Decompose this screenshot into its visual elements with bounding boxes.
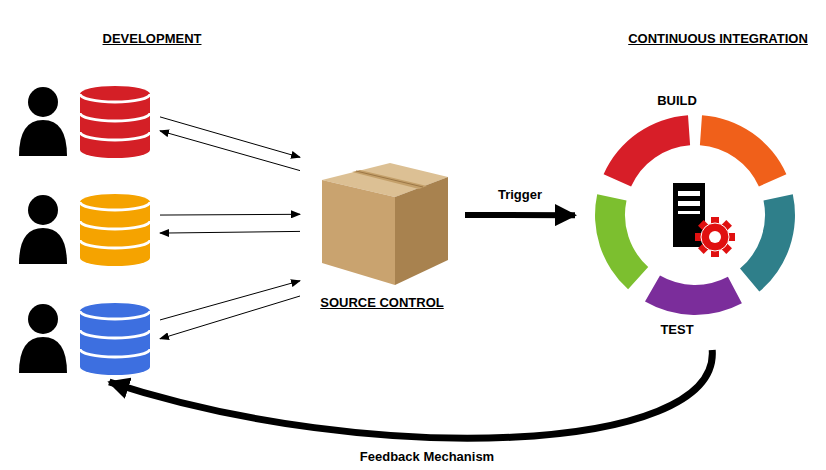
feedback-arrow xyxy=(109,350,712,438)
edge-label: Trigger xyxy=(495,187,545,203)
development-group: DEVELOPMENT xyxy=(10,25,200,385)
developer-icon xyxy=(15,188,160,270)
sync-arrow xyxy=(160,231,300,233)
section-heading: CONTINUOUS INTEGRATION xyxy=(628,31,808,47)
sync-arrow xyxy=(160,281,300,320)
developer-icon xyxy=(15,297,160,379)
developer-icon xyxy=(15,80,160,162)
source-control-box xyxy=(300,125,465,290)
source-control-node: SOURCE CONTROL xyxy=(300,125,465,315)
section-heading: DEVELOPMENT xyxy=(103,31,202,47)
developer-node xyxy=(15,80,160,162)
sync-arrow xyxy=(160,131,300,171)
stage-label: TEST xyxy=(660,322,693,338)
sync-arrow xyxy=(160,214,300,216)
edge-label: Feedback Mechanism xyxy=(357,449,497,465)
ci-cycle-node: CONTINUOUS INTEGRATION BUILD TEST xyxy=(575,25,820,350)
section-heading: SOURCE CONTROL xyxy=(320,295,444,311)
developer-node xyxy=(15,188,160,270)
trigger-arrow xyxy=(465,212,575,218)
sync-arrow xyxy=(160,296,300,339)
ci-cycle-ring xyxy=(575,25,820,350)
developer-node xyxy=(15,297,160,379)
stage-label: BUILD xyxy=(657,93,697,109)
